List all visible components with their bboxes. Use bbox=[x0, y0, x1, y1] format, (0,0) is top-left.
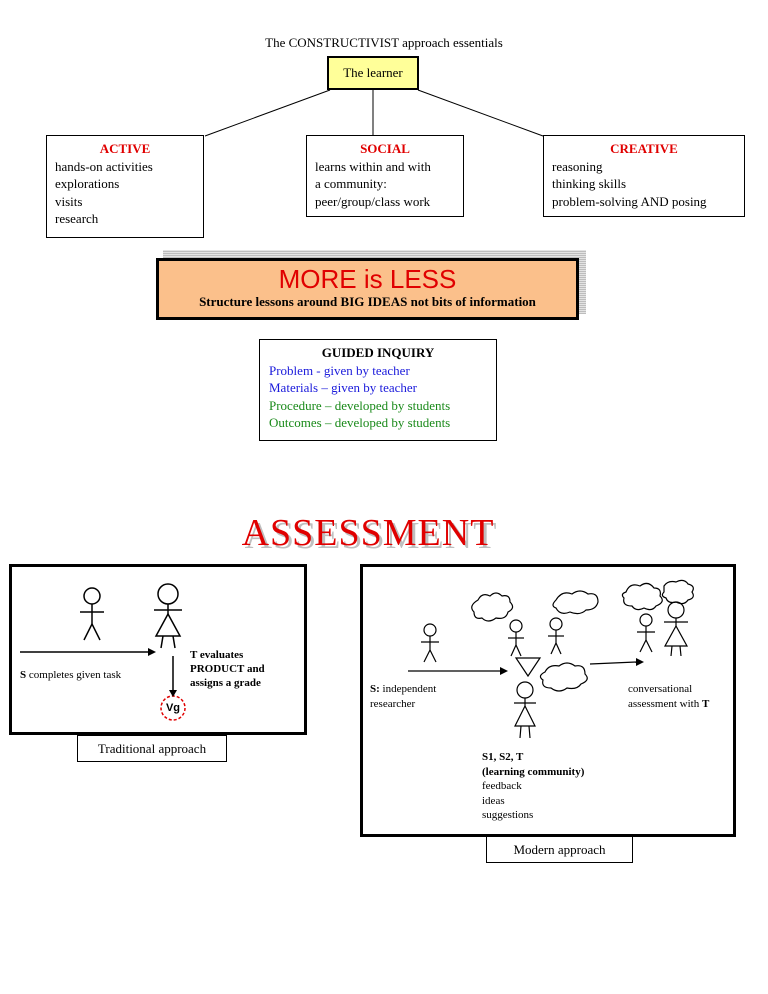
list-item: problem-solving AND posing bbox=[552, 193, 707, 209]
list-item: explorations bbox=[55, 176, 120, 191]
researcher-label-bold: S: bbox=[370, 683, 380, 695]
researcher-label: S: independent researcher bbox=[370, 682, 462, 712]
list-item: learns within and with bbox=[315, 158, 431, 174]
learner-box: The learner bbox=[327, 56, 419, 90]
conversation-label-bold: T bbox=[701, 698, 710, 710]
thought-cloud-icon bbox=[621, 582, 663, 611]
list-item: Materials – given by teacher bbox=[269, 380, 417, 395]
list-item: feedback bbox=[482, 780, 522, 792]
thought-cloud-icon bbox=[661, 579, 694, 605]
branch-active: ACTIVE hands-on activities explorations … bbox=[46, 135, 204, 238]
thought-cloud-icon bbox=[539, 662, 588, 692]
researcher-figure-icon bbox=[421, 623, 439, 663]
teacher-figure-icon bbox=[154, 583, 182, 649]
community-teacher-icon bbox=[514, 681, 536, 739]
list-item: thinking skills bbox=[552, 176, 627, 191]
thought-cloud-icon bbox=[471, 592, 514, 622]
list-item: peer/group/class work bbox=[315, 193, 431, 209]
thought-cloud-icon bbox=[552, 590, 599, 615]
banner-title: MORE is LESS bbox=[278, 264, 457, 294]
traditional-caption: Traditional approach bbox=[97, 741, 207, 756]
list-item: Problem - given by teacher bbox=[269, 362, 410, 378]
guided-inquiry-box: GUIDED INQUIRY Problem - given by teache… bbox=[259, 339, 497, 441]
community-triangle-icon bbox=[514, 657, 542, 678]
modern-panel bbox=[360, 564, 736, 837]
list-item: visits bbox=[55, 193, 83, 209]
learning-community-label: S1, S2, T (learning community) feedback … bbox=[482, 750, 632, 823]
grade-label: Vg bbox=[165, 702, 181, 714]
student-figure-icon bbox=[637, 613, 655, 653]
guided-inquiry-title: GUIDED INQUIRY bbox=[321, 345, 435, 360]
community-student-icon bbox=[548, 617, 564, 655]
list-item: hands-on activities bbox=[55, 158, 153, 174]
traditional-caption-box: Traditional approach bbox=[77, 735, 227, 762]
student-label-bold: S bbox=[20, 669, 27, 681]
banner-subtitle: Structure lessons around BIG IDEAS not b… bbox=[199, 294, 536, 309]
page-title: The CONSTRUCTIVIST approach essentials bbox=[265, 35, 503, 50]
assessment-heading: ASSESSMENT bbox=[241, 512, 495, 554]
student-task-label: S completes given task bbox=[20, 668, 121, 682]
branch-social: SOCIAL learns within and with a communit… bbox=[306, 135, 464, 217]
learner-label: The learner bbox=[343, 65, 403, 80]
conversation-label-text: conversational assessment with bbox=[628, 683, 702, 710]
branch-social-title: SOCIAL bbox=[360, 141, 410, 156]
community-subtitle: (learning community) bbox=[482, 765, 585, 778]
list-item: research bbox=[55, 211, 99, 226]
conversation-label: conversational assessment with T bbox=[628, 682, 728, 712]
teacher-evaluates-label: T evaluates PRODUCT and assigns a grade bbox=[190, 649, 265, 689]
researcher-label-text: independent researcher bbox=[370, 683, 437, 710]
teacher-figure-icon bbox=[663, 601, 689, 657]
branch-creative-title: CREATIVE bbox=[610, 141, 678, 156]
branch-creative: CREATIVE reasoning thinking skills probl… bbox=[543, 135, 745, 217]
list-item: a community: bbox=[315, 176, 387, 191]
community-student-icon bbox=[508, 619, 524, 657]
list-item: suggestions bbox=[482, 809, 534, 821]
list-item: ideas bbox=[482, 794, 505, 807]
community-title: S1, S2, T bbox=[482, 751, 524, 763]
banner: MORE is LESS Structure lessons around BI… bbox=[156, 258, 579, 320]
student-label-text: completes given task bbox=[26, 669, 122, 681]
modern-caption-box: Modern approach bbox=[486, 836, 633, 863]
list-item: Procedure – developed by students bbox=[269, 397, 451, 413]
branch-active-title: ACTIVE bbox=[99, 141, 151, 156]
modern-caption: Modern approach bbox=[513, 842, 606, 857]
list-item: reasoning bbox=[552, 158, 603, 174]
list-item: Outcomes – developed by students bbox=[269, 415, 451, 430]
student-figure-icon bbox=[80, 587, 104, 641]
